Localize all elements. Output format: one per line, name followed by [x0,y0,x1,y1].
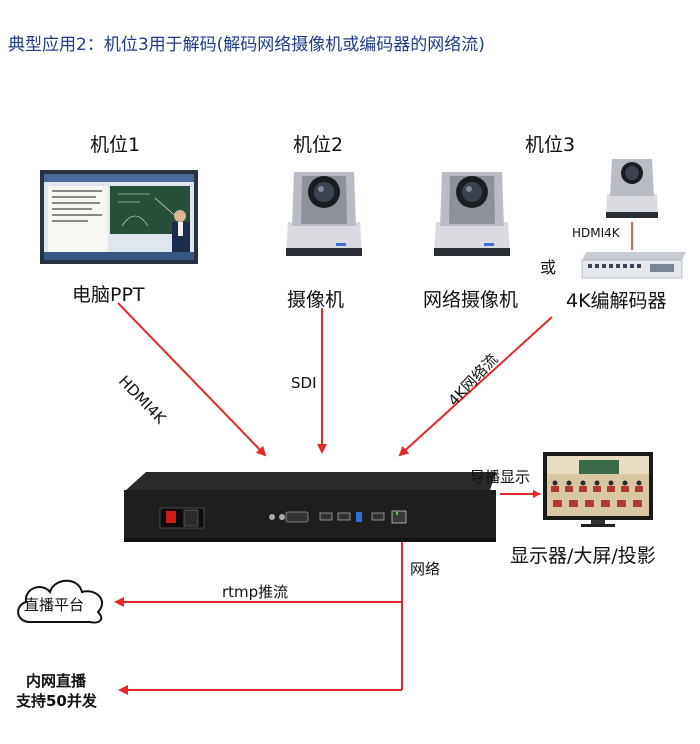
guide-display-label: 导播显示 [470,468,531,486]
arrow-hdmi [117,302,267,457]
arrow-net4k [398,316,553,457]
hdmi-small-label: HDMI4K [572,226,620,240]
network-camera-image [432,168,512,260]
intranet-live-label: 内网直播 [26,672,87,690]
pc-screen-image [40,170,198,264]
pc-ppt-label: 电脑PPT [72,284,145,306]
cam1-label: 机位1 [90,134,141,156]
encoder-device-image [580,250,688,280]
or-label: 或 [540,258,557,277]
cam3-label: 机位3 [525,134,576,156]
intranet-concurrency-label: 支持50并发 [16,692,97,710]
camera-label: 摄像机 [287,289,345,311]
encoder-label: 4K编解码器 [566,290,667,312]
cloud-icon [12,572,110,628]
small-camera-image [604,156,660,220]
network-camera-label: 网络摄像机 [423,289,519,311]
diagram-title: 典型应用2：机位3用于解码(解码网络摄像机或编码器的网络流) [8,35,485,55]
classroom-display-image [543,452,653,527]
cam2-label: 机位2 [293,134,344,156]
display-output-label: 显示器/大屏/投影 [510,545,656,567]
rtmp-label: rtmp推流 [222,583,289,601]
main-device-image [124,468,500,544]
live-platform-label: 直播平台 [24,596,85,614]
ptz-camera-image [284,168,364,260]
sdi-link-label: SDI [291,374,317,392]
network-label: 网络 [410,560,441,578]
